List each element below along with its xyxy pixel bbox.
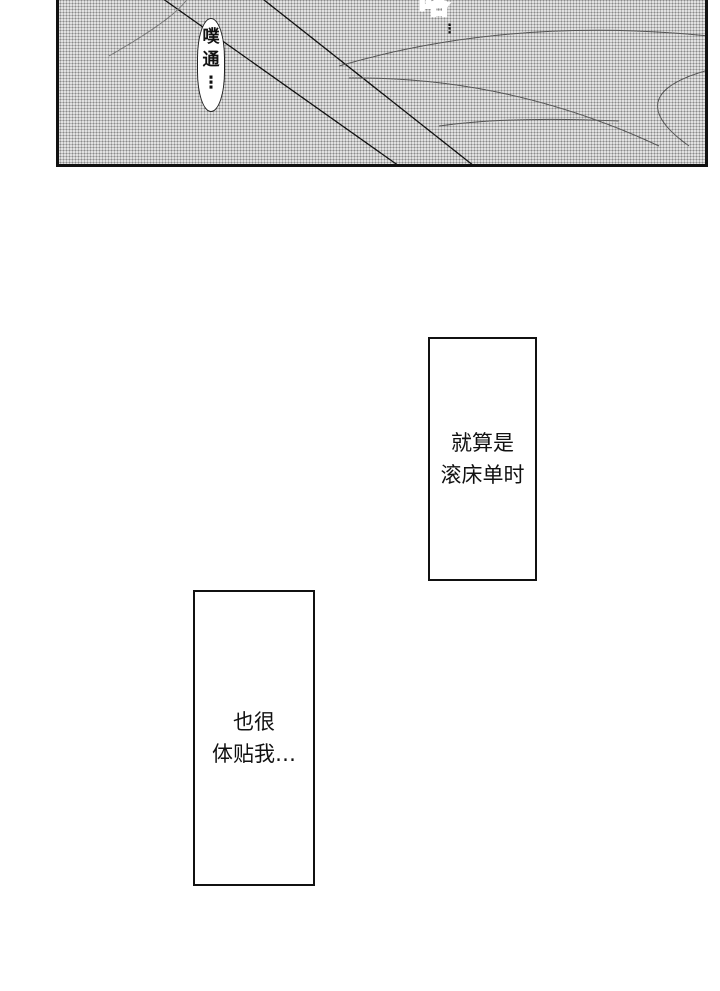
caption-line: 也很: [233, 710, 275, 734]
ellipsis: ⋮: [443, 22, 456, 37]
bubble-char: 通: [202, 50, 220, 70]
caption-line: 就算是: [451, 431, 514, 455]
caption-box: 也很 体贴我…: [193, 590, 315, 886]
sfx-big: 咯: [418, 0, 450, 22]
comic-panel: 咯 ⋮: [56, 0, 708, 167]
caption-line: 体贴我…: [212, 742, 296, 766]
panel-linework: [108, 0, 705, 164]
caption-line: 滚床单时: [440, 463, 525, 487]
speech-bubble: [197, 18, 225, 112]
caption-box: 就算是 滚床单时: [428, 337, 537, 581]
bubble-char: 噗: [202, 27, 220, 47]
bubble-text: 噗 通 ⋮: [200, 26, 222, 95]
bubble-char: ⋮: [202, 73, 220, 93]
